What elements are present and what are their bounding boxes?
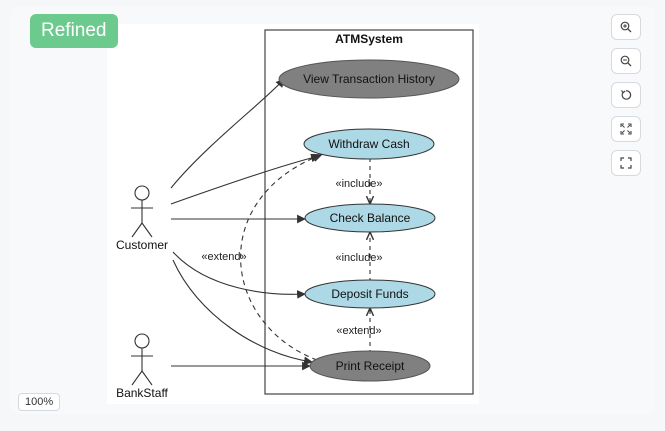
zoom-out-button[interactable] <box>611 48 641 74</box>
zoom-out-icon <box>620 55 632 67</box>
use-case-label: View Transaction History <box>303 72 435 86</box>
relation-label-include-2: «include» <box>335 252 382 264</box>
actor-label-customer: Customer <box>116 238 168 252</box>
association-customer-withdraw <box>170 153 320 205</box>
fullscreen-button[interactable] <box>611 150 641 176</box>
zoom-in-button[interactable] <box>611 14 641 40</box>
use-case-deposit-funds[interactable]: Deposit Funds <box>304 279 436 309</box>
association-customer-print-receipt <box>172 259 313 366</box>
use-case-view-history[interactable]: View Transaction History <box>278 59 460 99</box>
use-case-print-receipt[interactable]: Print Receipt <box>309 350 431 382</box>
actor-bankstaff[interactable] <box>131 333 153 386</box>
refined-badge: Refined <box>30 14 118 48</box>
reset-icon <box>621 90 632 100</box>
use-case-label: Deposit Funds <box>331 287 408 301</box>
relation-label-include-1: «include» <box>335 178 382 190</box>
fullscreen-icon <box>620 157 632 169</box>
use-case-diagram: ATMSystem «extend» «include» «include» «… <box>116 29 474 400</box>
fit-view-button[interactable] <box>611 116 641 142</box>
actor-customer[interactable] <box>131 185 153 238</box>
use-case-label: Withdraw Cash <box>328 137 409 151</box>
fit-icon <box>620 123 632 135</box>
zoom-toolbar <box>611 14 641 184</box>
zoom-level-indicator: 100% <box>18 393 61 411</box>
relation-label-extend-2: «extend» <box>336 325 381 337</box>
association-customer-view-history <box>170 78 285 189</box>
extend-print-receipt-withdraw <box>240 155 321 361</box>
diagram-canvas[interactable]: ATMSystem «extend» «include» «include» «… <box>107 24 479 404</box>
association-customer-deposit <box>172 251 306 299</box>
system-title: ATMSystem <box>335 32 403 46</box>
use-case-label: Check Balance <box>330 211 411 225</box>
actor-label-bankstaff: BankStaff <box>116 386 168 400</box>
use-case-check-balance[interactable]: Check Balance <box>304 203 436 233</box>
reset-view-button[interactable] <box>611 82 641 108</box>
use-case-withdraw-cash[interactable]: Withdraw Cash <box>303 128 435 160</box>
relation-label-extend-1: «extend» <box>201 251 246 263</box>
use-case-label: Print Receipt <box>336 359 405 373</box>
zoom-in-icon <box>620 21 632 33</box>
